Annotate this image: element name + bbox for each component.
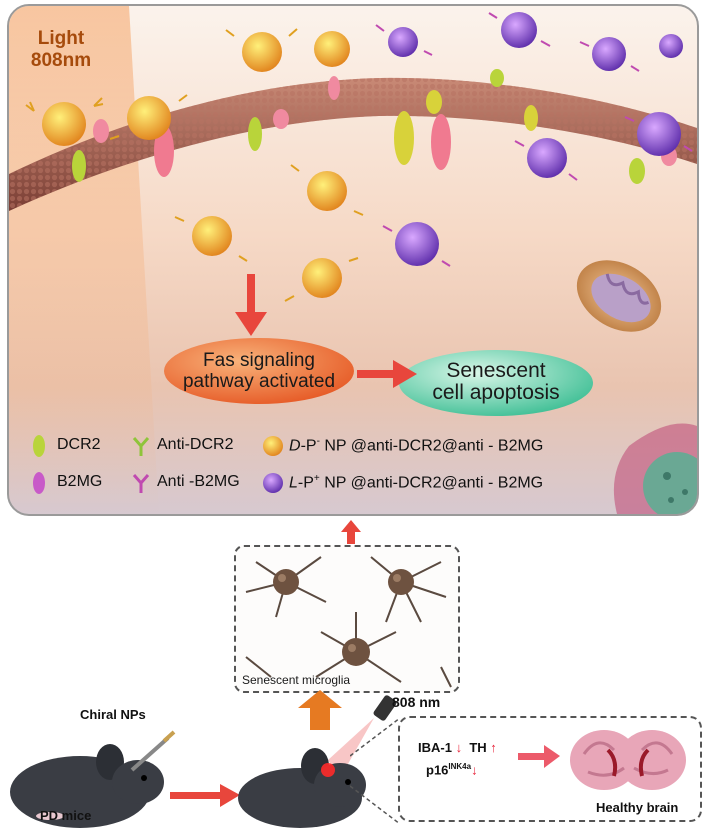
d-nanoparticles [42, 31, 350, 298]
down-arrow-icon: ↓ [455, 740, 463, 755]
pd-mouse [10, 744, 164, 828]
l-np-icon [263, 473, 283, 493]
membrane-receptors [72, 69, 677, 184]
down-arrow-icon: ↓ [471, 762, 478, 778]
b2mg-icon [33, 472, 45, 494]
mechanism-panel: Light 808nm Fas signaling pathway activa… [7, 4, 699, 516]
apoptosis-arrow [357, 360, 417, 388]
legend-anti-b2mg: Anti -B2MG [157, 473, 240, 490]
anti-dcr2-icon [132, 437, 150, 456]
apoptosis-text: Senescent cell apoptosis [432, 359, 560, 404]
nucleus [613, 423, 697, 514]
microglia-label: Senescent microglia [242, 673, 351, 687]
microglia-box: Senescent microglia [234, 545, 460, 693]
zoom-connector [350, 717, 401, 825]
up-arrow-icon: ↑ [490, 740, 497, 755]
d-np-icon [263, 436, 283, 456]
d-antibodies [25, 28, 364, 302]
dcr2-icon [33, 435, 45, 457]
apoptosis-oval [399, 350, 593, 416]
up-arrow [341, 520, 361, 544]
marker-iba-th: IBA-1 ↓ TH ↑ [418, 740, 497, 755]
legend-d-np: D-P- NP @anti-DCR2@anti - B2MG [289, 436, 544, 455]
laser-device [373, 695, 397, 721]
l-nanoparticles [388, 12, 683, 266]
outcome-arrow [518, 745, 560, 768]
laser-illustration [298, 690, 397, 778]
legend-anti-dcr2: Anti-DCR2 [157, 436, 234, 453]
l-antibodies [375, 12, 693, 267]
treated-mouse [238, 748, 366, 828]
legend-l-np: L-P+ NP @anti-DCR2@anti - B2MG [289, 473, 544, 492]
laser-beam [328, 718, 374, 778]
mitochondrion [576, 260, 662, 332]
activation-arrow [235, 274, 267, 336]
outcome-box: IBA-1 ↓ TH ↑ p16INK4a↓ Healthy brain [398, 716, 702, 822]
light-label: Light 808nm [30, 28, 92, 71]
healthy-brain-label: Healthy brain [596, 800, 679, 815]
legend-b2mg: B2MG [57, 473, 103, 490]
mice-illustration [10, 730, 366, 828]
orange-up-arrow [298, 690, 342, 730]
transfer-arrow [170, 784, 240, 807]
marker-p16: p16INK4a↓ [426, 762, 478, 778]
syringe [130, 736, 170, 772]
fas-pathway-text: Fas signaling pathway activated [182, 350, 336, 392]
fas-oval [164, 338, 354, 404]
legend-dcr2: DCR2 [57, 436, 101, 453]
microglia-cells [245, 556, 452, 688]
brain-target-spot [321, 763, 335, 777]
healthy-brain [570, 730, 686, 790]
legend-icons [33, 435, 283, 494]
membrane-lipids [9, 77, 697, 212]
anti-b2mg-icon [132, 474, 150, 493]
pd-mice-label: PD mice [40, 808, 92, 823]
mechanism-illustration [9, 6, 697, 514]
chiral-nps-label: Chiral NPs [80, 707, 146, 722]
laser-label: 808 nm [392, 694, 441, 710]
